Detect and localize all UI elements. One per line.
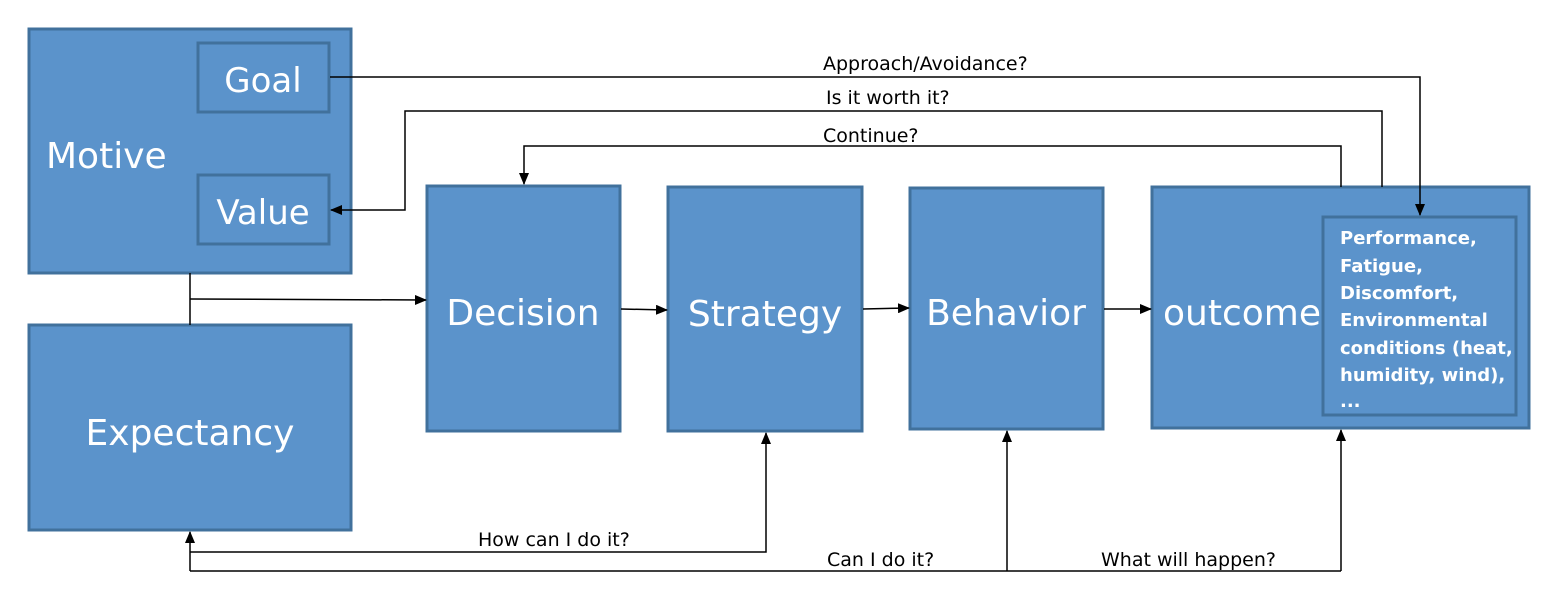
outcome-detail-line: Fatigue, bbox=[1340, 256, 1423, 277]
decision-node: Decision bbox=[425, 184, 622, 433]
worth-it-label: Is it worth it? bbox=[826, 87, 950, 109]
outcome-label: outcome bbox=[1163, 293, 1321, 334]
expectancy-label: Expectancy bbox=[86, 413, 295, 454]
goal-node: Goal bbox=[196, 41, 331, 114]
can-i-label: Can I do it? bbox=[827, 549, 934, 571]
strategy-to-behavior-arrow bbox=[862, 303, 910, 314]
behavior-label: Behavior bbox=[926, 293, 1086, 334]
expectancy-node: Expectancy bbox=[27, 323, 353, 532]
outcome-detail-line: humidity, wind), bbox=[1340, 365, 1505, 386]
continue-label: Continue? bbox=[823, 125, 919, 147]
outcome-detail-line: Discomfort, bbox=[1340, 283, 1458, 304]
how-can-i-edge bbox=[190, 432, 771, 553]
strategy-node: Strategy bbox=[666, 185, 864, 433]
goal-label: Goal bbox=[224, 61, 301, 101]
outcome-details-node: Performance, Fatigue, Discomfort, Enviro… bbox=[1321, 215, 1518, 417]
decision-label: Decision bbox=[446, 293, 599, 334]
continue-edge bbox=[519, 145, 1342, 187]
outcome-detail-line: Performance, bbox=[1340, 228, 1477, 249]
strategy-label: Strategy bbox=[688, 294, 842, 335]
approach-avoidance-edge bbox=[330, 76, 1425, 216]
what-will-happen-label: What will happen? bbox=[1101, 549, 1276, 571]
value-node: Value bbox=[196, 173, 331, 246]
outcome-detail-line: conditions (heat, bbox=[1340, 338, 1513, 359]
motive-label: Motive bbox=[46, 136, 167, 177]
worth-it-edge bbox=[330, 110, 1383, 215]
to-decision-arrow bbox=[189, 294, 427, 305]
behavior-node: Behavior bbox=[908, 186, 1105, 431]
approach-avoidance-label: Approach/Avoidance? bbox=[823, 53, 1028, 75]
how-can-i-label: How can I do it? bbox=[478, 529, 630, 551]
outcome-detail-line: Environmental bbox=[1340, 310, 1488, 331]
outcome-detail-line: ... bbox=[1340, 391, 1361, 412]
decision-to-strategy-arrow bbox=[620, 304, 668, 315]
value-label: Value bbox=[216, 193, 309, 233]
